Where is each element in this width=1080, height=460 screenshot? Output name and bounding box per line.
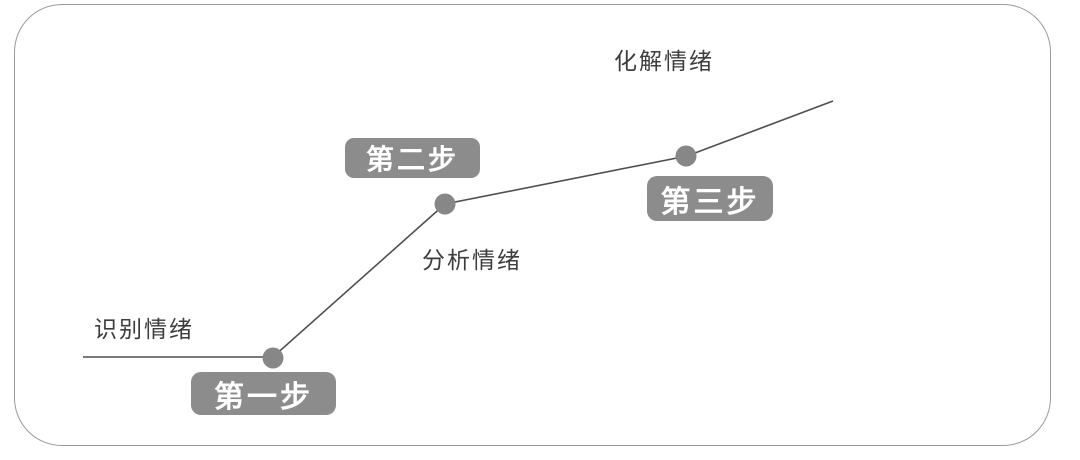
- step-badge-3: 第三步: [647, 176, 773, 221]
- step-label-resolve-emotion: 化解情绪: [614, 48, 714, 74]
- step-dot-2: [434, 193, 456, 215]
- step-dot-3: [675, 145, 697, 167]
- step-badge-2: 第二步: [345, 138, 480, 178]
- step-label-analyze-emotion: 分析情绪: [422, 247, 522, 273]
- step-dot-1: [262, 347, 284, 369]
- rounded-frame: [14, 4, 1051, 446]
- step-label-identify-emotion: 识别情绪: [94, 316, 194, 342]
- step-badge-1: 第一步: [191, 372, 336, 415]
